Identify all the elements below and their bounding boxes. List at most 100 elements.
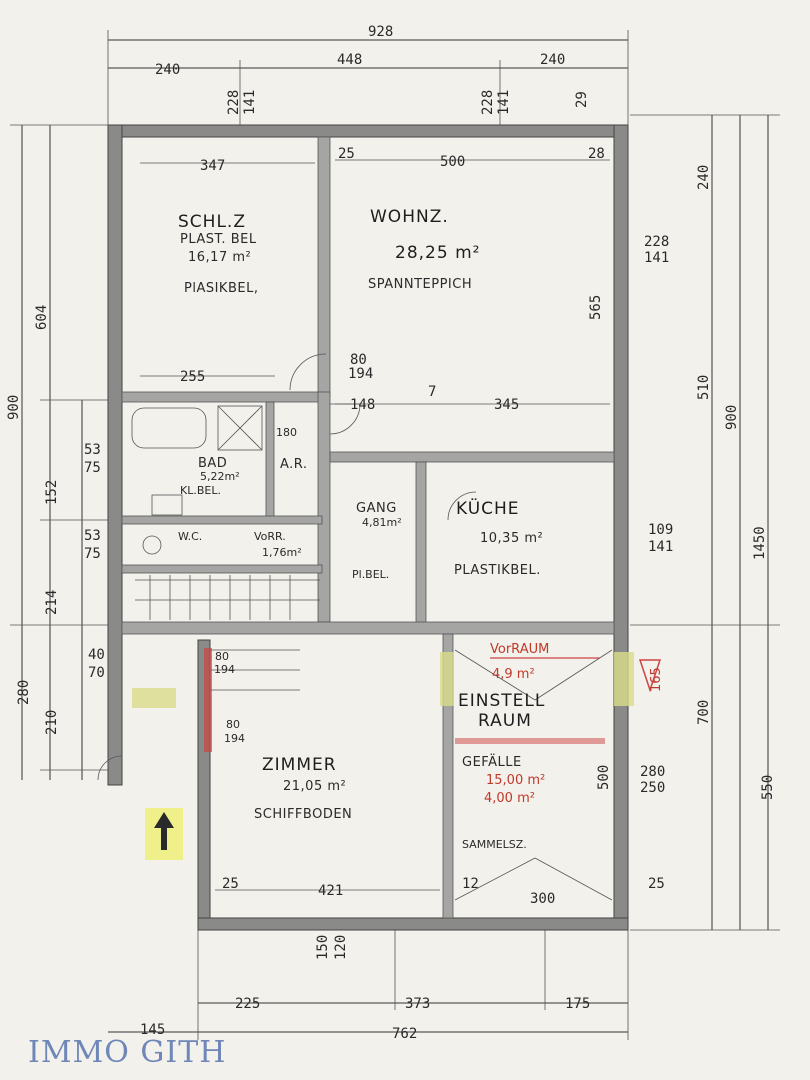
room-schlafzimmer: SCHL.Z PLAST. BEL 16,17 m² PlASIKBEL, <box>178 212 258 296</box>
room-name: W.C. <box>178 530 202 543</box>
dim-top-left: 240 <box>155 62 180 78</box>
dim-194-b: 194 <box>214 663 235 676</box>
room-wc: W.C. VoRR. 1,76m² <box>178 530 302 559</box>
room-abstellraum: A.R. <box>280 457 308 472</box>
dim-bottom-225: 225 <box>235 996 260 1012</box>
dim-28: 28 <box>588 146 605 162</box>
dim-421: 421 <box>318 883 343 899</box>
dim-left-214: 214 <box>44 590 60 615</box>
dim-109: 109 <box>648 522 673 538</box>
dim-180: 180 <box>276 426 297 439</box>
room-area: 4,81m² <box>362 516 402 529</box>
room-name: GANG <box>356 501 397 516</box>
room-floor: KL.BEL. <box>180 484 221 497</box>
dim-7: 7 <box>428 384 436 400</box>
dim-500: 500 <box>440 154 465 170</box>
dim-40: 40 <box>88 647 105 663</box>
dim-53-b: 53 <box>84 528 101 544</box>
room-floor: Pl.BEL. <box>352 568 389 581</box>
dim-80-a: 80 <box>350 352 367 368</box>
dim-bottom-373: 373 <box>405 996 430 1012</box>
dim-228-c: 228 <box>644 234 669 250</box>
dim-75-b: 75 <box>84 546 101 562</box>
dim-12: 12 <box>462 876 479 892</box>
room-zimmer: ZIMMER 21,05 m² SCHIFFBODEN <box>254 755 352 822</box>
dim-left-280: 280 <box>16 680 32 705</box>
bottom-dimensions: 225 373 175 762 145 150 120 <box>108 930 629 1042</box>
top-dimensions: 928 240 448 240 228 141 228 141 29 <box>107 24 629 130</box>
dim-255: 255 <box>180 369 205 385</box>
room-name: KÜCHE <box>456 497 520 519</box>
room-gang: GANG 4,81m² Pl.BEL. <box>352 501 402 581</box>
dim-bottom-145: 145 <box>140 1022 165 1038</box>
gefaelle-label: GEFÄLLE <box>462 754 522 770</box>
room-name: ZIMMER <box>262 755 337 775</box>
dim-right-565: 565 <box>588 295 604 320</box>
room-bad: BAD 5,22m² KL.BEL. <box>180 456 240 497</box>
dim-141-b: 141 <box>496 90 512 115</box>
dim-80-b: 80 <box>215 650 229 663</box>
dim-left-152: 152 <box>44 480 60 505</box>
room-floor: SPANNTEPPICH <box>368 277 472 292</box>
inner-dimensions: 347 500 25 28 255 80 194 148 7 345 25 42… <box>140 146 665 907</box>
red-area: 4,9 m² <box>492 667 535 682</box>
room-name-1: EINSTELL <box>458 691 545 711</box>
dim-194-a: 194 <box>348 366 373 382</box>
bath-fixtures <box>131 405 263 555</box>
dim-25-b: 25 <box>222 876 239 892</box>
room-name: WOHNZ. <box>370 207 449 227</box>
dim-300: 300 <box>530 891 555 907</box>
dim-right-700: 700 <box>696 700 712 725</box>
room-extra: VoRR. <box>254 530 286 543</box>
red-value-1: 15,00 m² <box>486 773 545 788</box>
dim-194-c: 194 <box>224 732 245 745</box>
room-area: 28,25 m² <box>395 243 480 263</box>
room-name: BAD <box>198 456 227 471</box>
doors <box>97 353 477 781</box>
dim-left-604: 604 <box>34 305 50 330</box>
dim-280-r: 280 <box>640 764 665 780</box>
room-area: 5,22m² <box>200 470 240 483</box>
room-wohnzimmer: WOHNZ. 28,25 m² SPANNTEPPICH <box>368 207 480 292</box>
dim-250-r: 250 <box>640 780 665 796</box>
dim-right-1450: 1450 <box>752 526 768 560</box>
dim-141-a: 141 <box>242 90 258 115</box>
staircase <box>135 575 320 691</box>
dim-left-210: 210 <box>44 710 60 735</box>
dim-25-c: 25 <box>648 876 665 892</box>
dim-top-right: 240 <box>540 52 565 68</box>
dim-150: 150 <box>315 935 331 960</box>
room-floor: PLAST. BEL <box>180 232 257 247</box>
red-value-2: 4,00 m² <box>484 791 535 806</box>
dim-53-a: 53 <box>84 442 101 458</box>
dim-right-900: 900 <box>724 405 740 430</box>
room-name: SCHL.Z <box>178 212 246 232</box>
red-annotations <box>204 648 662 752</box>
dim-141-d: 141 <box>648 539 673 555</box>
dim-right-550: 550 <box>760 775 776 800</box>
room-kueche: KÜCHE 10,35 m² PLASTIKBEL. <box>454 497 543 578</box>
room-floor-2: PlASIKBEL, <box>184 281 258 296</box>
dim-165: 165 <box>649 667 664 692</box>
dim-left-900: 900 <box>6 395 22 420</box>
slope-lines <box>454 649 613 901</box>
immo-gith-logo: IMMO GITH <box>28 1035 226 1070</box>
dim-70: 70 <box>88 665 105 681</box>
room-name: A.R. <box>280 457 308 472</box>
sammel-label: SAMMELSZ. <box>462 838 527 851</box>
dim-29: 29 <box>574 91 590 108</box>
room-area: 21,05 m² <box>283 779 346 794</box>
dim-top-total: 928 <box>368 24 393 40</box>
dim-right-500: 500 <box>596 765 612 790</box>
room-floor: SCHIFFBODEN <box>254 807 352 822</box>
dim-80-c: 80 <box>226 718 240 731</box>
red-label: VorRAUM <box>490 642 549 657</box>
dim-120: 120 <box>333 935 349 960</box>
dim-141-c: 141 <box>644 250 669 266</box>
dim-228-b: 228 <box>480 90 496 115</box>
dim-top-mid: 448 <box>337 52 362 68</box>
room-floor: PLASTIKBEL. <box>454 563 541 578</box>
right-dimensions: 1450 900 550 240 565 510 700 500 228 141… <box>588 114 780 931</box>
room-area: 16,17 m² <box>188 250 251 265</box>
